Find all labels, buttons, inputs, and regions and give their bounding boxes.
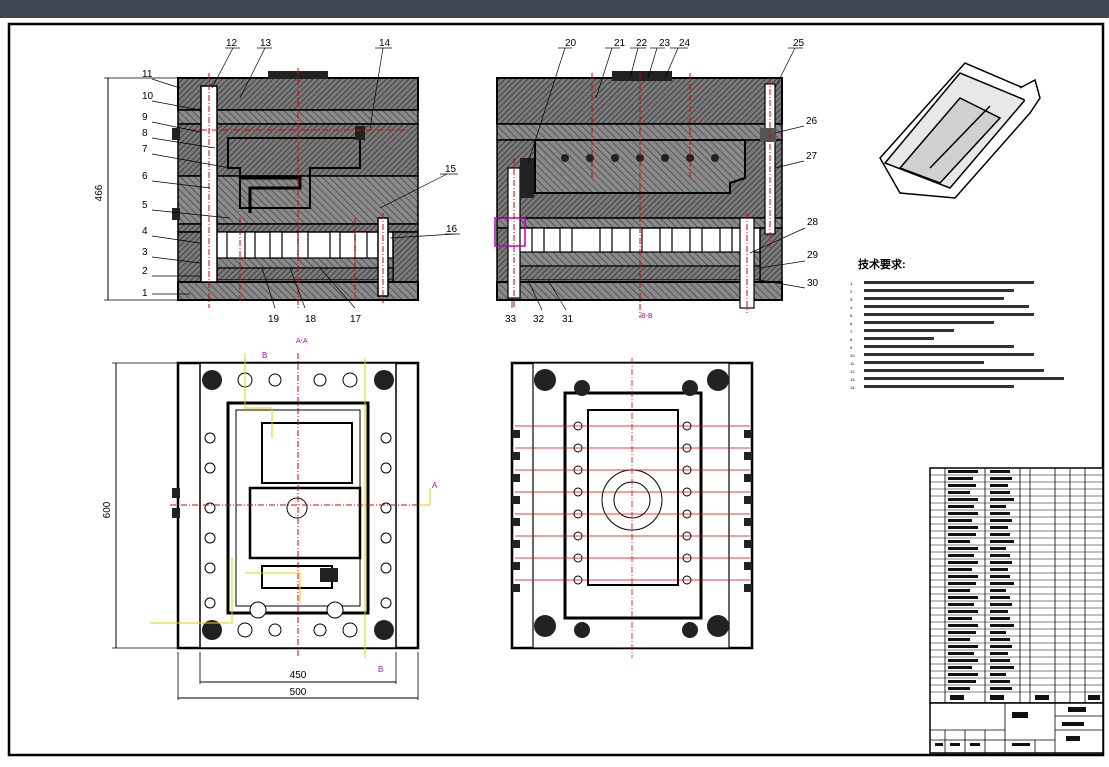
callout-24: 24	[679, 38, 691, 49]
note-line: 1.	[850, 281, 853, 286]
note-line: 6.	[850, 321, 853, 326]
note-line: 3.	[850, 297, 853, 302]
side-section-view: 20 21 22 23 24 25 26 27 28 29 30 33 32 3…	[494, 38, 819, 325]
note-line: 7.	[850, 329, 853, 334]
callout-20: 20	[565, 38, 577, 49]
callout-16: 16	[446, 224, 458, 235]
callout-29: 29	[807, 250, 819, 261]
callout-14: 14	[379, 38, 391, 49]
note-line: 8.	[850, 337, 853, 342]
note-line: 9.	[850, 345, 853, 350]
note-line: 5.	[850, 313, 853, 318]
plan-view-left: B B A 600 450 500	[102, 351, 438, 700]
callout-25: 25	[793, 38, 805, 49]
width-dimension-450: 450	[290, 670, 307, 681]
note-line: 14.	[850, 385, 856, 390]
height-dimension-front: 466	[94, 184, 105, 201]
callout-28: 28	[807, 217, 819, 228]
callout-13: 13	[260, 38, 272, 49]
note-line: 12.	[850, 369, 856, 374]
callout-31: 31	[562, 314, 574, 325]
callout-5: 5	[142, 200, 148, 211]
callout-26: 26	[806, 116, 818, 127]
callout-7: 7	[142, 144, 148, 155]
callout-6: 6	[142, 171, 148, 182]
front-section-view: 466 11 10 9 8 7 6 5 4 3 2 1	[94, 38, 460, 345]
title-block	[929, 467, 1104, 754]
callout-22: 22	[636, 38, 648, 49]
note-line: 11.	[850, 361, 855, 366]
callout-3: 3	[142, 247, 148, 258]
callout-21: 21	[614, 38, 626, 49]
callout-12: 12	[226, 38, 238, 49]
note-line: 13.	[850, 377, 856, 382]
callout-23: 23	[659, 38, 671, 49]
section-marker-a: A	[432, 481, 438, 490]
callout-8: 8	[142, 128, 148, 139]
callout-15: 15	[445, 164, 457, 175]
height-dimension-plan: 600	[102, 501, 113, 518]
width-dimension-500: 500	[290, 687, 307, 698]
callout-2: 2	[142, 266, 148, 277]
technical-notes: 技术要求: 1. 2. 3. 4. 5. 6. 7. 8. 9. 10. 11.…	[850, 257, 1064, 390]
section-label-a-a: A-A	[296, 338, 308, 345]
callout-17: 17	[350, 314, 362, 325]
note-line: 2.	[850, 289, 853, 294]
callout-27: 27	[806, 151, 818, 162]
section-label-b-b: B-B	[641, 313, 653, 320]
part-isometric-view	[879, 62, 1041, 199]
callout-33: 33	[505, 314, 517, 325]
sheet-border	[7, 22, 1105, 757]
note-line: 10.	[850, 353, 856, 358]
drawing-sheet: 466 11 10 9 8 7 6 5 4 3 2 1	[0, 18, 1109, 762]
callout-18: 18	[305, 314, 317, 325]
section-marker-b-top: B	[262, 351, 267, 360]
callout-32: 32	[533, 314, 545, 325]
note-line: 4.	[850, 305, 853, 310]
notes-title: 技术要求:	[858, 257, 906, 271]
drawing-canvas: 466 11 10 9 8 7 6 5 4 3 2 1	[7, 22, 1105, 757]
callout-30: 30	[807, 278, 819, 289]
callout-10: 10	[142, 91, 154, 102]
callout-9: 9	[142, 112, 148, 123]
callout-19: 19	[268, 314, 280, 325]
top-toolbar	[0, 0, 1109, 18]
section-marker-b-bottom: B	[378, 665, 383, 674]
callout-1: 1	[142, 288, 148, 299]
plan-view-right	[510, 358, 754, 658]
callout-11: 11	[142, 69, 153, 80]
callout-4: 4	[142, 226, 148, 237]
